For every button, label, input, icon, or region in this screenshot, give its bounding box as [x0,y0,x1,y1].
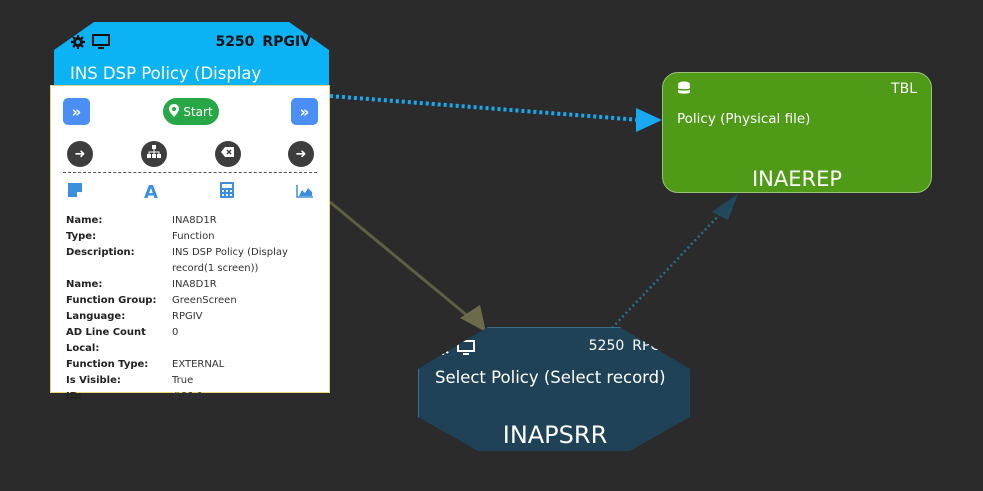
property-key: Function Group: [66,295,157,306]
node-title: Select Policy (Select record) [435,368,666,387]
node-detail-panel: » Start » ➜ ➜ A [50,85,330,402]
node-name: INAEREP [751,167,843,191]
property-row: Name: INA8D1R [66,277,321,293]
double-chevron-icon: » [299,102,310,121]
hierarchy-icon [147,145,161,163]
chart-button[interactable] [295,182,315,202]
property-value: 0 [172,327,179,338]
font-button[interactable]: A [141,181,161,203]
property-row: Type: Function [66,229,321,245]
monitor-icon [457,340,475,360]
property-row: AD Line Count Local: 0 [66,325,321,357]
node-subtitle: Policy (Physical file) [677,111,811,127]
edge-function-to-table[interactable] [329,94,641,122]
expand-right-button[interactable]: » [291,98,318,125]
note-button[interactable] [65,182,85,202]
goto-button[interactable]: ➜ [288,141,314,167]
property-key: Type: [66,231,97,242]
property-value: Function [172,231,215,242]
property-value: EXTERNAL [172,359,225,370]
node-language: RPGIV [262,34,311,50]
property-key: Function Type: [66,359,149,370]
calculator-icon [220,182,234,202]
node-title: INS DSP Policy (Display [70,64,262,83]
map-marker-icon [169,103,180,120]
property-row: ID: #66:0 [66,389,321,405]
property-key: Is Visible: [66,375,121,386]
navigate-button[interactable]: ➜ [67,141,93,167]
property-key: Description: [66,247,135,258]
property-value: #66:0 [172,391,203,402]
expand-left-button[interactable]: » [63,98,90,125]
area-chart-icon [296,183,314,202]
database-icon [677,81,691,101]
property-row: Name: INA8D1R [66,213,321,229]
calculator-button[interactable] [217,182,237,202]
property-value: True [172,375,194,386]
property-row: Language: RPGIV [66,309,321,325]
edge-arrowhead-olive [460,305,486,332]
property-row: Function Group: GreenScreen [66,293,321,309]
eraser-icon [221,146,235,162]
start-label: Start [183,104,213,119]
edge-function-to-select[interactable] [329,200,476,324]
property-row: Function Type: EXTERNAL [66,357,321,373]
edge-arrowhead-blue [636,108,662,132]
node-icons [70,34,110,54]
arrow-right-icon: ➜ [295,146,307,162]
double-chevron-icon: » [71,102,82,121]
hierarchy-button[interactable] [141,141,167,167]
node-code: 5250 [588,338,625,354]
property-value: INA8D1R [172,279,217,290]
property-value: RPGIV [172,311,203,322]
property-value: INA8D1R [172,215,217,226]
font-icon: A [144,181,158,203]
gear-icon [70,34,86,54]
property-key: Name: [66,279,103,290]
edge-select-to-table[interactable] [611,211,723,329]
node-meta: 5250 RPGIV [207,34,311,50]
property-key: Name: [66,215,103,226]
property-key: Language: [66,311,126,322]
property-row: Is Visible: True [66,373,321,389]
property-key: AD Line Count Local: [66,327,146,354]
erase-button[interactable] [215,141,241,167]
property-key: ID: [66,391,83,402]
start-button[interactable]: Start [163,98,219,125]
property-value: GreenScreen [172,295,237,306]
monitor-icon [92,34,110,54]
node-code: 5250 [215,34,255,50]
table-node-inaerep[interactable]: TBL Policy (Physical file) INAEREP [662,72,932,193]
property-value: INS DSP Policy (Display record(1 screen)… [172,247,288,274]
note-icon [67,182,83,202]
node-type-tag: TBL [891,81,917,97]
panel-divider [63,172,317,173]
arrow-right-icon: ➜ [74,146,86,162]
property-row: Description: INS DSP Policy (Display reco… [66,245,321,277]
edge-arrowhead-teal [712,194,738,220]
node-name: INAPSRR [502,421,608,449]
